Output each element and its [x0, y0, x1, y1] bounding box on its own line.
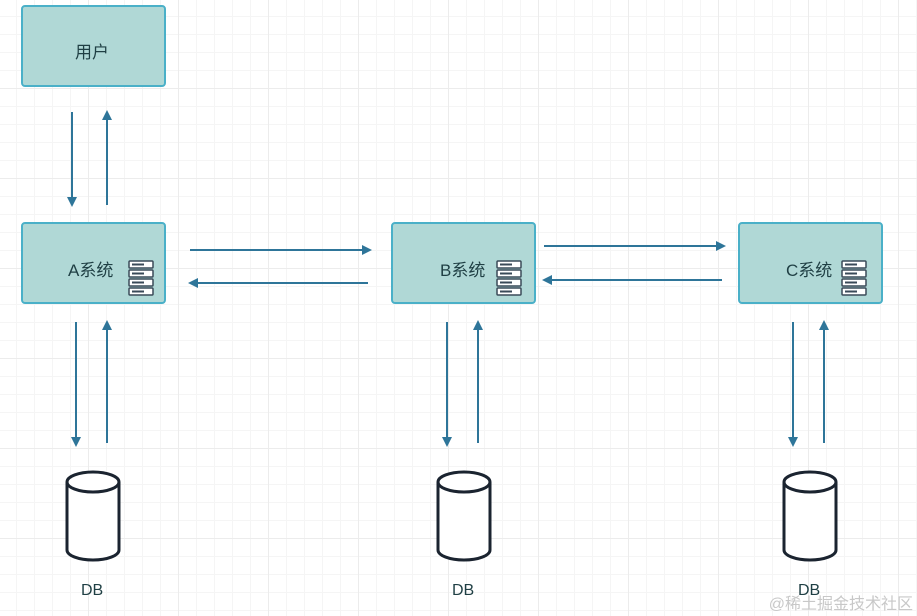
system-b-node[interactable]: B系统: [391, 222, 536, 304]
database-cylinder-icon[interactable]: [63, 466, 123, 566]
server-rack-icon: [841, 260, 867, 296]
watermark: @稀土掘金技术社区: [768, 596, 913, 613]
database-cylinder-icon[interactable]: [434, 466, 494, 566]
system-b-label: B系统: [440, 261, 486, 280]
user-node-label: 用户: [75, 43, 109, 62]
server-rack-icon: [496, 260, 522, 296]
db-a-label: DB: [81, 582, 104, 599]
system-c-label: C系统: [786, 261, 833, 280]
system-a-label: A系统: [68, 261, 114, 280]
user-node[interactable]: 用户: [21, 5, 166, 87]
database-cylinder-icon[interactable]: [780, 466, 840, 566]
db-c-label: DB: [798, 582, 821, 599]
system-c-node[interactable]: C系统: [738, 222, 883, 304]
system-a-node[interactable]: A系统: [21, 222, 166, 304]
db-b-label: DB: [452, 582, 475, 599]
server-rack-icon: [128, 260, 154, 296]
